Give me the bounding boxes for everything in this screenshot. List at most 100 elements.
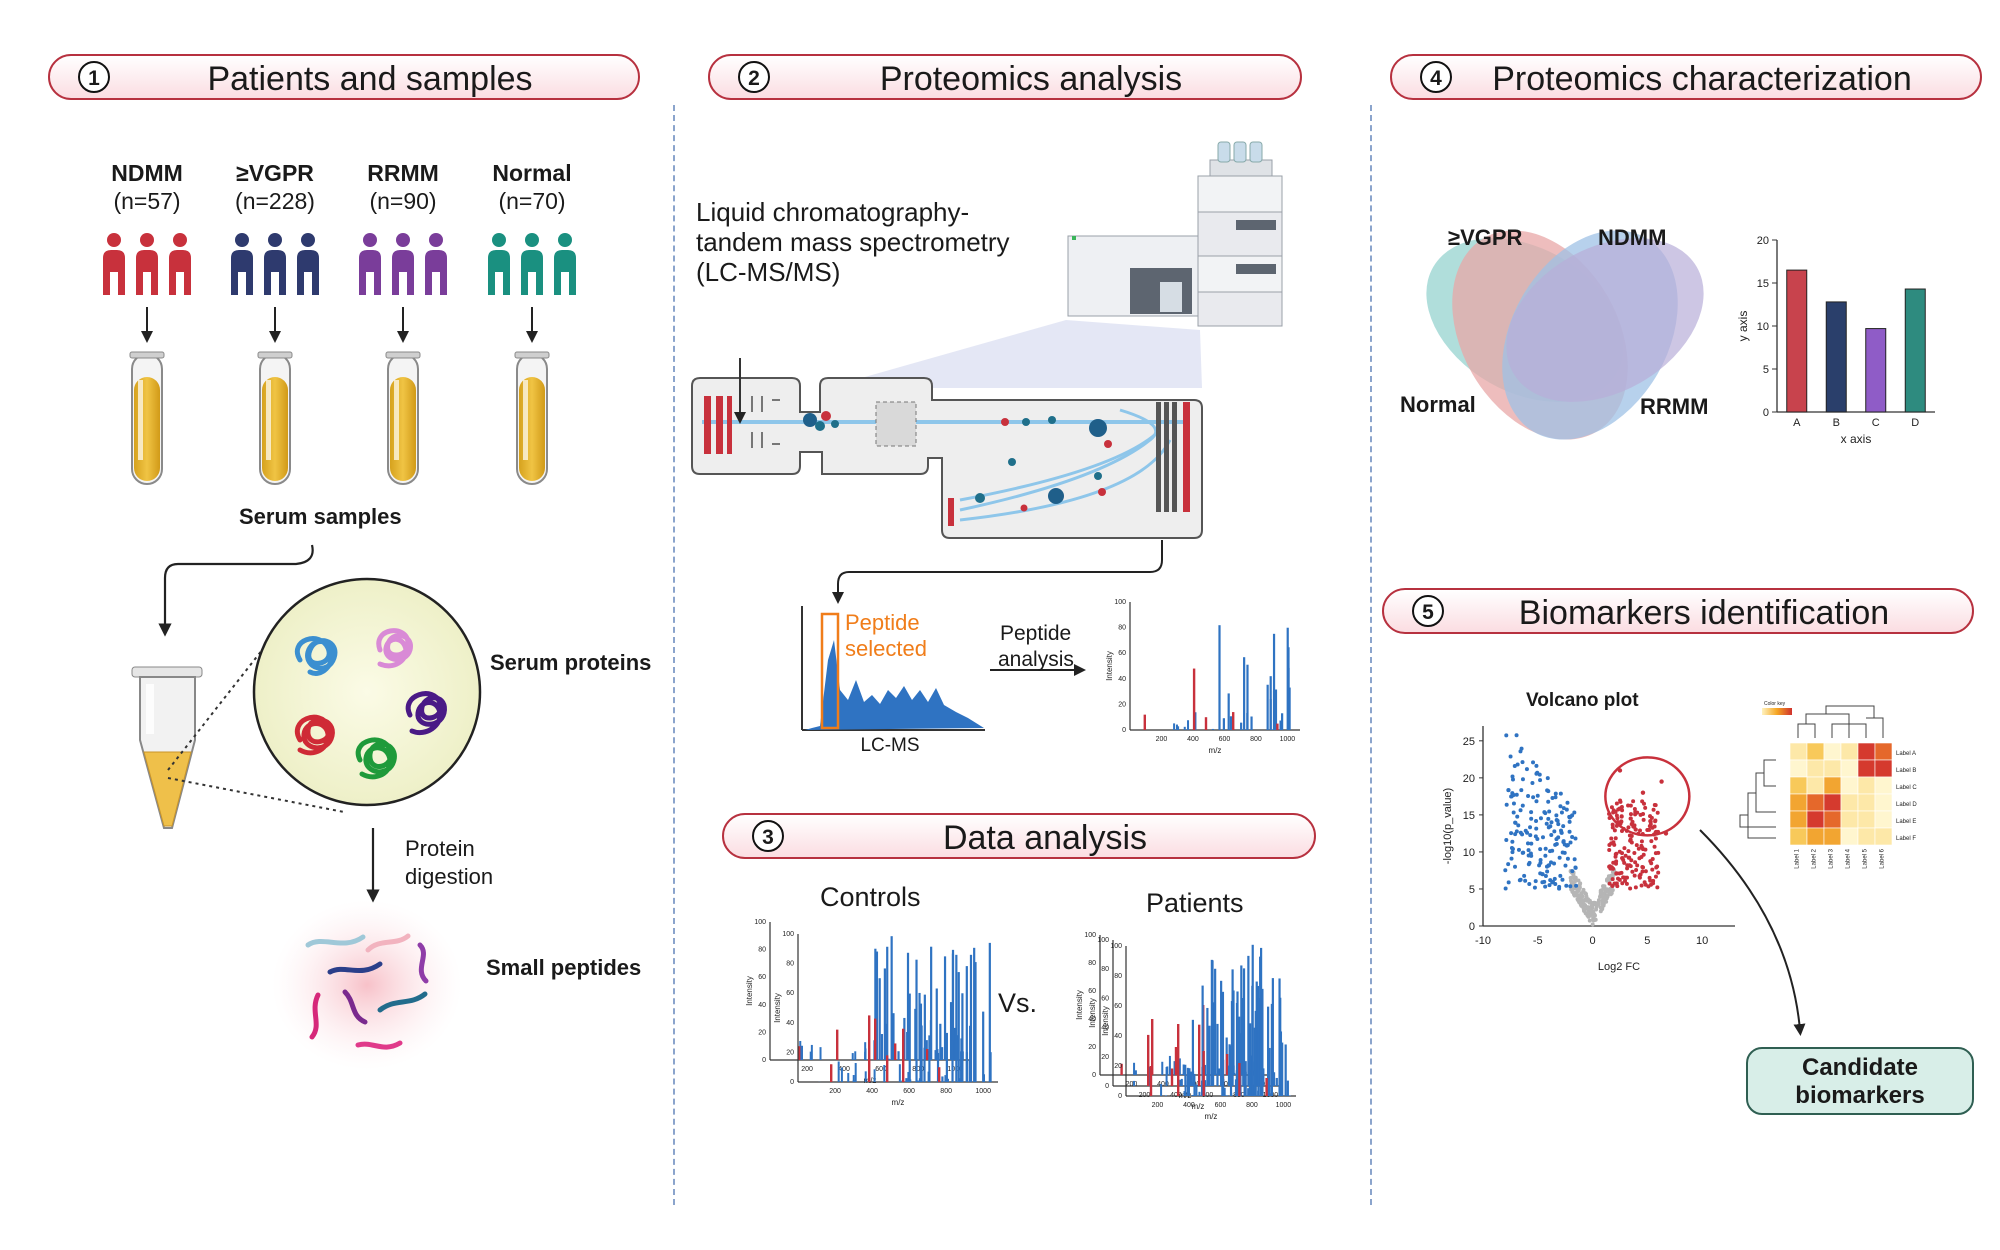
spectrum-peak — [1178, 1058, 1181, 1075]
volcano-point-down — [1559, 830, 1564, 835]
spectrum-ytick: 80 — [1088, 960, 1096, 967]
heatmap-cell — [1840, 759, 1859, 778]
group-vgpr-name: ≥VGPR — [236, 160, 314, 186]
spectrum-peak — [1251, 985, 1254, 1096]
heatmap-col-label: Label 6 — [1880, 848, 1886, 868]
spectrum-peak — [1247, 1088, 1250, 1096]
group-1-people-icon — [231, 233, 319, 295]
volcano-point-down — [1534, 826, 1539, 831]
spectrum-peak — [1257, 1090, 1260, 1096]
spectrum-peak — [1195, 1084, 1198, 1096]
volcano-point-up — [1628, 886, 1633, 891]
spectrum-peak — [883, 968, 886, 1060]
spectrum-peak — [1168, 1055, 1171, 1075]
volcano-point-up — [1617, 871, 1622, 876]
volcano-point-up — [1653, 818, 1658, 823]
volcano-point-ns — [1604, 887, 1609, 892]
spectrum-peak — [1249, 1023, 1252, 1075]
heatmap-cell — [1857, 793, 1876, 812]
spectrum-peak — [908, 993, 911, 1082]
spectrum-peak-red — [868, 1015, 871, 1082]
volcano-point-down — [1528, 833, 1533, 838]
spectrum-xlabel: m/z — [1209, 746, 1222, 755]
volcano-point-ns — [1586, 914, 1591, 919]
spectrum-peak-red — [1192, 668, 1196, 730]
separator-right — [1370, 105, 1372, 1205]
spectrum-peak — [852, 1079, 855, 1082]
volcano-point-up — [1613, 852, 1618, 857]
spectrum-peak — [1281, 713, 1284, 730]
person-body — [359, 250, 381, 295]
spectrum-peak — [1235, 1070, 1238, 1086]
volcano-point-ns — [1581, 905, 1586, 910]
volcano-point-down — [1503, 868, 1508, 873]
bar-C — [1865, 328, 1887, 413]
spectrum-peak — [897, 1051, 900, 1060]
heatmap-cell — [1823, 793, 1842, 812]
volcano-point-up — [1652, 844, 1657, 849]
spectrum-peak — [884, 1023, 887, 1060]
spectrum-xtick: 400 — [866, 1088, 878, 1095]
volcano-point-up — [1640, 869, 1645, 874]
spectrum-ytick: 100 — [782, 931, 794, 938]
volcano-point-down — [1513, 864, 1518, 869]
volcano-point-down — [1513, 820, 1518, 825]
patients-label: Patients — [1146, 888, 1244, 918]
volcano-point-down — [1523, 828, 1528, 833]
volcano-point-up — [1622, 860, 1627, 865]
serum-samples-label: Serum samples — [239, 504, 402, 529]
spectrum-peak — [923, 994, 926, 1060]
group-rrmm-name: RRMM — [367, 160, 439, 186]
spectrum-peak — [949, 1002, 953, 1060]
volcano-point-down — [1535, 793, 1540, 798]
volcano-point-down — [1564, 807, 1569, 812]
volcano-point-up — [1649, 839, 1654, 844]
serum-proteins-label: Serum proteins — [490, 650, 652, 675]
heatmap-row-label: Label F — [1896, 836, 1916, 842]
spectrum-peak — [1244, 1061, 1247, 1096]
spectrum-ytick: 40 — [1101, 1025, 1109, 1032]
volcano-point-down — [1549, 832, 1554, 837]
person-head — [140, 233, 154, 247]
spectrum-ylabel: Intensity — [1105, 651, 1114, 681]
spectrum-peak — [953, 1027, 956, 1060]
spectrum-peak-red — [1238, 1063, 1241, 1096]
volcano-point-down — [1545, 776, 1550, 781]
spectrum-xtick: 200 — [1156, 736, 1168, 743]
volcano-point-up — [1630, 869, 1635, 874]
spectrum-peak — [1222, 1078, 1225, 1096]
volcano-point-up — [1653, 874, 1658, 879]
volcano-ylabel: -log10(p_value) — [1442, 788, 1454, 864]
volcano-point-up — [1609, 836, 1614, 841]
spectrum-ytick: 100 — [1097, 937, 1109, 944]
spectrum-peak — [960, 1051, 963, 1082]
volcano-point-down — [1520, 803, 1525, 808]
spectrum-peak — [989, 1052, 992, 1082]
spectrum-peak-red — [798, 1046, 801, 1060]
small-peptides-label: Small peptides — [486, 955, 642, 980]
volcano-point-down — [1518, 808, 1523, 813]
volcano-point-up — [1628, 816, 1633, 821]
spectrum-peak — [892, 1013, 895, 1060]
spectrum-peak — [1165, 1067, 1168, 1086]
volcano-point-down — [1526, 862, 1531, 867]
volcano-point-down — [1534, 819, 1539, 824]
microcentrifuge-tube-icon — [131, 666, 203, 829]
spectrum-peak — [1242, 968, 1246, 1075]
spectrum-peak-red — [1232, 712, 1235, 730]
spectrum-peak — [907, 1072, 910, 1082]
volcano-point-down — [1516, 823, 1521, 828]
section-2-header: 2 Proteomics analysis — [708, 54, 1302, 100]
spectrum-ytick: 80 — [1101, 966, 1109, 973]
volcano-point-up — [1634, 868, 1639, 873]
volcano-point-ns — [1572, 893, 1577, 898]
volcano-point-up — [1609, 805, 1614, 810]
spectrum-ytick: 40 — [1114, 1033, 1122, 1040]
volcano-point-down — [1546, 816, 1551, 821]
spectrum-peak — [1192, 1071, 1195, 1086]
heatmap-cell — [1857, 759, 1876, 778]
section-4-title: Proteomics characterization — [1492, 60, 1912, 98]
volcano-point-up — [1620, 856, 1625, 861]
spectrum-peak — [1183, 726, 1186, 730]
spectrum-ytick: 20 — [786, 1049, 794, 1056]
